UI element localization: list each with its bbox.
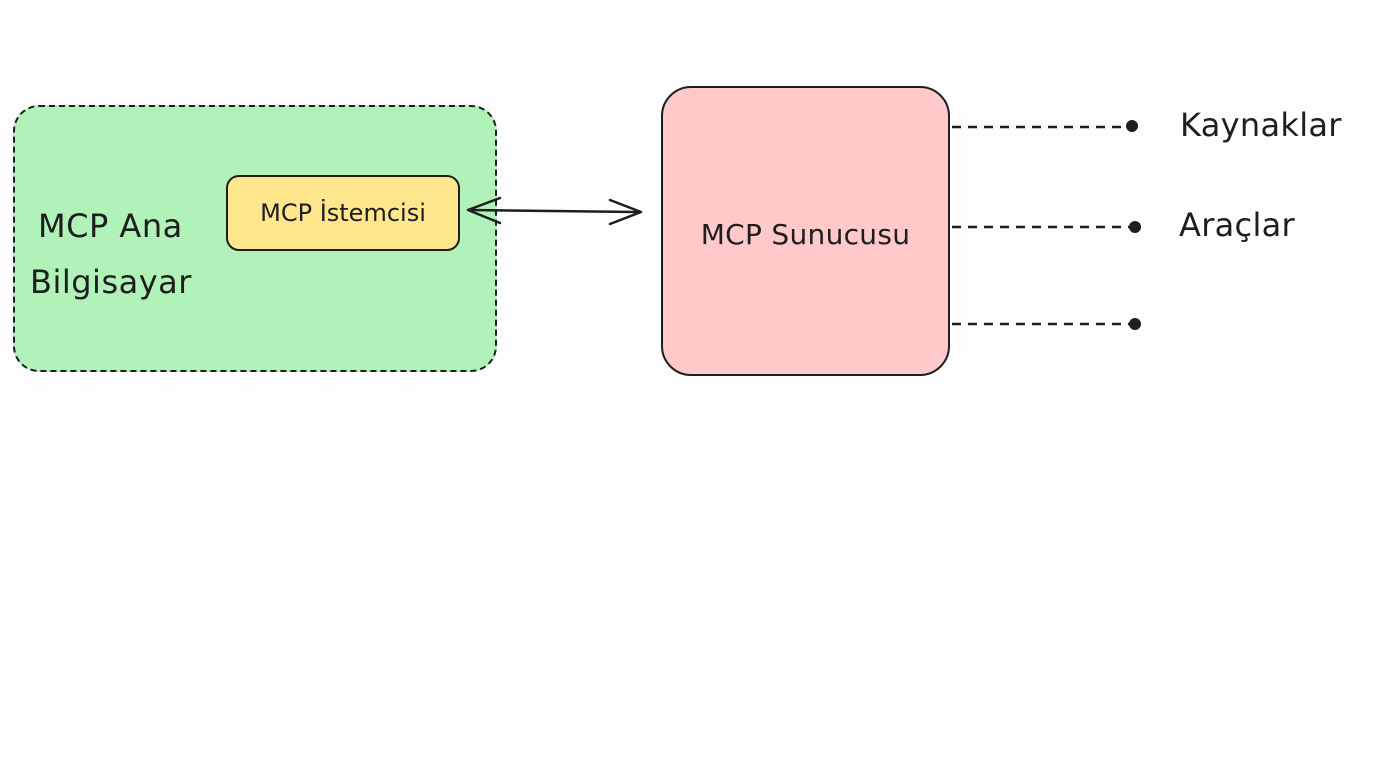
mcp-server-label: MCP Sunucusu (700, 217, 911, 251)
tools-endpoint-dot (1129, 221, 1141, 233)
mcp-host-label: MCP Ana Bilgisayar (30, 198, 192, 310)
server-arrowhead (608, 198, 643, 226)
mcp-host-label-line1: MCP Ana (38, 207, 183, 245)
mcp-host-label-line2: Bilgisayar (30, 263, 192, 301)
mcp-client-box: MCP İstemcisi (226, 175, 460, 251)
capability-label-tools: Araçlar (1179, 206, 1296, 244)
third-endpoint-dot (1129, 318, 1141, 330)
resources-endpoint-dot (1126, 120, 1138, 132)
capability-label-resources: Kaynaklar (1180, 106, 1342, 144)
mcp-client-label: MCP İstemcisi (260, 199, 426, 227)
mcp-server-box: MCP Sunucusu (661, 86, 950, 376)
